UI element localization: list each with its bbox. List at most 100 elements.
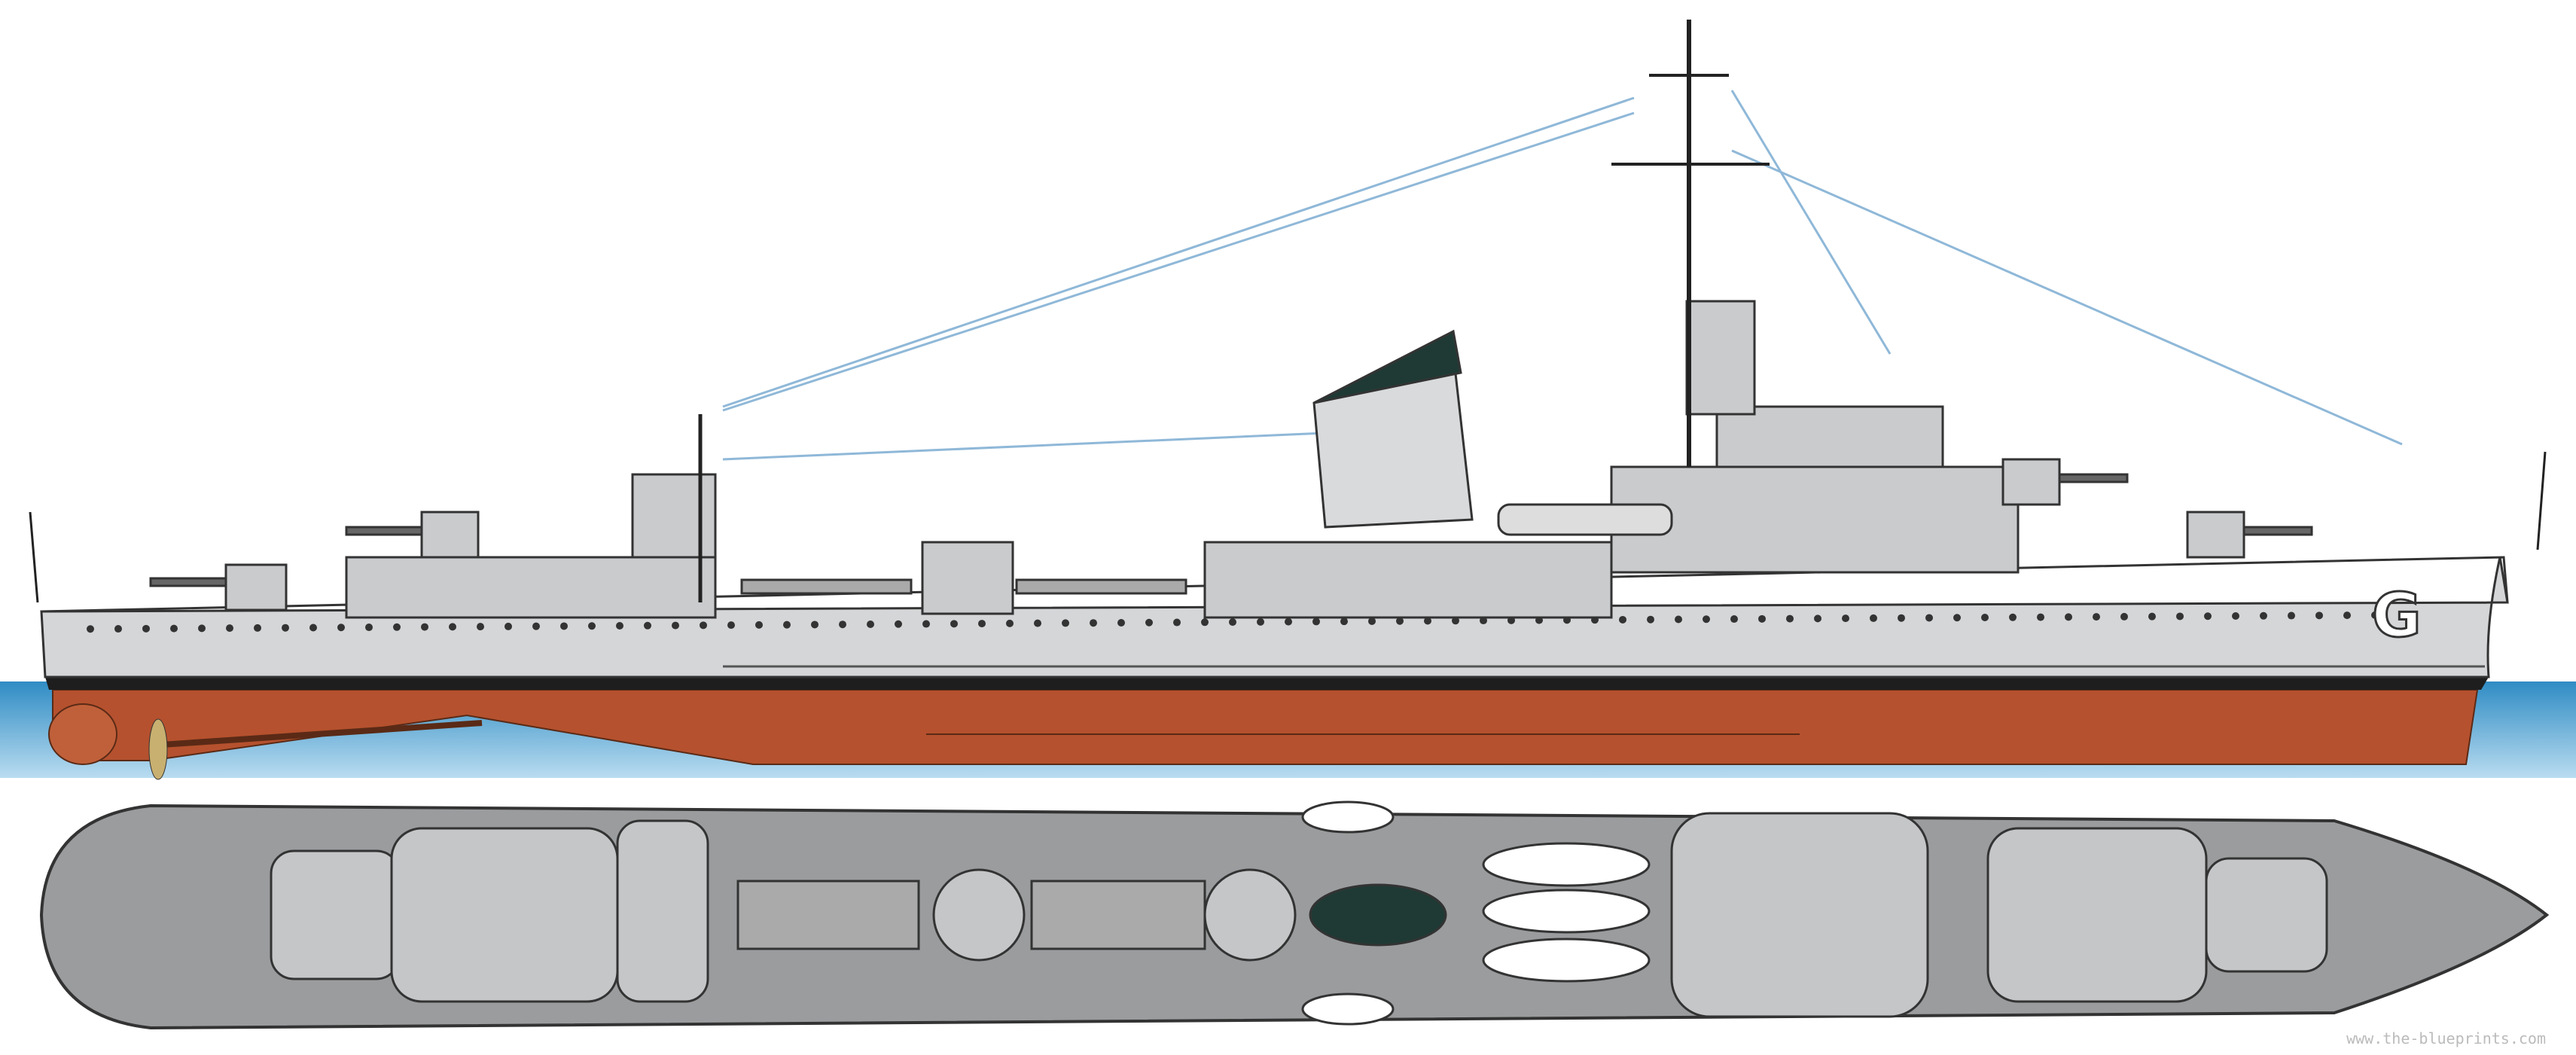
porthole xyxy=(198,624,206,633)
porthole xyxy=(1898,614,1905,622)
porthole xyxy=(142,624,150,633)
porthole xyxy=(2065,613,2072,621)
bridge-tower xyxy=(1685,300,1756,416)
porthole xyxy=(839,620,846,629)
porthole xyxy=(867,620,874,628)
forward-gun-top-1 xyxy=(1986,827,2208,1003)
porthole xyxy=(2148,612,2156,620)
torpedo-tubes-aft xyxy=(740,578,913,595)
porthole xyxy=(1062,619,1069,627)
aft-gun-1 xyxy=(224,563,288,611)
aft-gun-top-1 xyxy=(270,849,401,980)
porthole xyxy=(2371,611,2379,619)
side-view: G xyxy=(0,20,2576,780)
porthole xyxy=(755,620,763,629)
porthole xyxy=(560,622,568,630)
porthole xyxy=(672,621,679,630)
watermark: www.the-blueprints.com xyxy=(2346,1029,2546,1047)
porthole xyxy=(727,621,735,630)
porthole xyxy=(1619,615,1626,624)
porthole xyxy=(1090,619,1097,627)
midship-platform xyxy=(921,541,1014,615)
porthole xyxy=(1173,618,1181,627)
porthole xyxy=(1981,614,1989,622)
porthole xyxy=(2204,612,2212,620)
porthole xyxy=(1285,617,1292,626)
porthole xyxy=(1424,617,1431,625)
aft-gun-2 xyxy=(420,511,480,559)
propeller-shaft xyxy=(150,720,483,749)
aft-deckhouse xyxy=(345,556,717,619)
forward-superstructure xyxy=(1610,465,2020,574)
porthole xyxy=(1034,619,1041,627)
porthole xyxy=(1257,617,1264,626)
porthole xyxy=(1814,614,1821,623)
aft-tower xyxy=(631,473,717,559)
porthole xyxy=(505,622,512,630)
porthole xyxy=(1703,615,1710,624)
midship-deckhouse xyxy=(1203,541,1613,619)
hull-marking: G xyxy=(2372,581,2422,651)
porthole xyxy=(1117,618,1125,627)
porthole xyxy=(783,620,791,629)
porthole xyxy=(254,624,261,632)
bridge-top xyxy=(1670,812,1929,1018)
porthole xyxy=(2260,611,2267,620)
boot-top xyxy=(45,677,2489,690)
boat-top-1 xyxy=(1482,842,1651,887)
aft-gun-top-2 xyxy=(390,827,619,1003)
porthole xyxy=(1675,615,1682,624)
funnel-top xyxy=(1309,883,1447,947)
porthole xyxy=(811,620,819,629)
porthole xyxy=(2176,612,2184,620)
porthole xyxy=(700,621,707,630)
forward-gun-1 xyxy=(2001,458,2061,506)
porthole xyxy=(1452,617,1459,625)
porthole xyxy=(895,620,902,628)
porthole xyxy=(1953,614,1961,622)
porthole xyxy=(226,624,233,633)
porthole xyxy=(1870,614,1877,622)
porthole xyxy=(1842,614,1849,623)
boat-top-2 xyxy=(1482,889,1651,934)
porthole xyxy=(393,623,401,631)
porthole xyxy=(532,622,540,630)
rudder xyxy=(48,703,117,765)
porthole xyxy=(922,620,930,628)
porthole xyxy=(2343,611,2351,620)
porthole xyxy=(1396,617,1404,625)
torpedo-tubes-fwd xyxy=(1015,578,1187,595)
forward-gun-top-2 xyxy=(2205,857,2328,973)
porthole xyxy=(2009,613,2017,621)
aft-bridge-top xyxy=(616,819,709,1003)
porthole xyxy=(644,621,651,630)
porthole xyxy=(1229,618,1236,627)
porthole xyxy=(2093,613,2100,621)
portholes xyxy=(87,611,2407,633)
porthole xyxy=(616,622,623,630)
porthole xyxy=(170,624,178,633)
porthole xyxy=(1480,617,1487,625)
porthole xyxy=(2037,613,2044,621)
torpedo-mount-top-2 xyxy=(1030,880,1206,950)
porthole xyxy=(2288,611,2295,620)
porthole xyxy=(1340,617,1348,626)
porthole xyxy=(2315,611,2323,620)
porthole xyxy=(588,622,596,630)
porthole xyxy=(87,625,94,633)
porthole xyxy=(365,624,373,632)
torpedo-mount-top-1 xyxy=(736,880,920,950)
porthole xyxy=(421,623,428,631)
porthole xyxy=(309,624,317,632)
rigging xyxy=(29,90,2547,603)
forward-gun-2 xyxy=(2186,511,2245,559)
porthole xyxy=(114,625,122,633)
top-view xyxy=(39,800,2550,1030)
porthole xyxy=(282,624,289,632)
porthole xyxy=(1368,617,1376,625)
porthole xyxy=(2232,612,2239,620)
porthole xyxy=(1312,617,1320,626)
porthole xyxy=(1758,614,1766,623)
lifeboat xyxy=(1497,503,1673,536)
